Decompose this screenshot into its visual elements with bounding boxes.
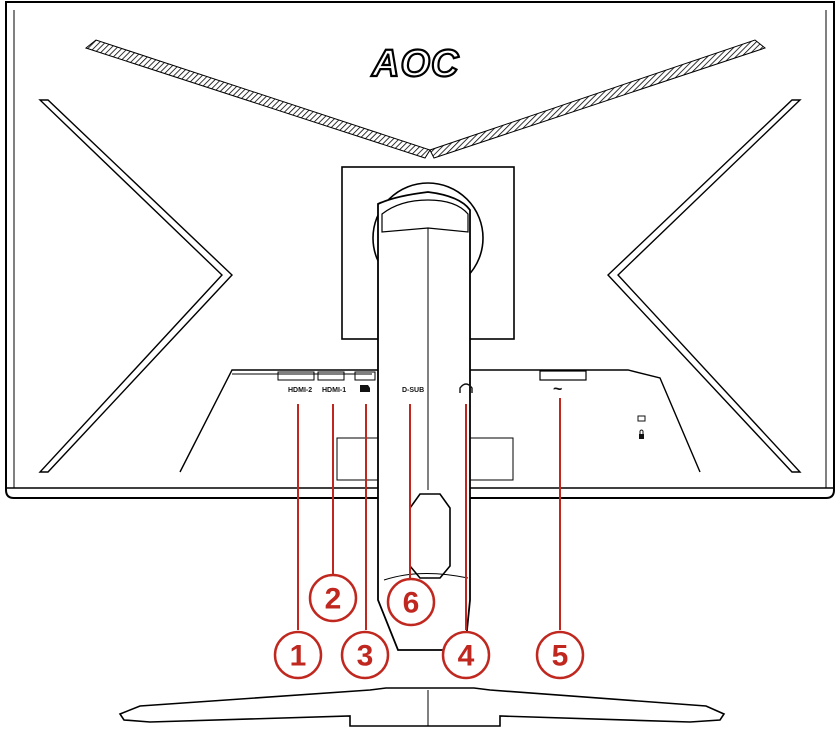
cable-clip (409, 493, 451, 579)
callout-6: 6 (386, 577, 436, 627)
svg-text:2: 2 (325, 583, 342, 616)
callout-4: 4 (441, 630, 491, 680)
port-label-dsub: D-SUB (402, 387, 424, 394)
left-chevron-panel (38, 99, 233, 473)
stand-base (118, 687, 726, 727)
callout-leaders (297, 398, 561, 630)
right-chevron-panel (607, 99, 802, 473)
svg-text:3: 3 (357, 640, 374, 673)
svg-text:1: 1 (290, 640, 307, 673)
port-label-hdmi1: HDMI-1 (322, 387, 346, 394)
svg-text:5: 5 (552, 640, 569, 673)
callout-2: 2 (308, 573, 358, 623)
callout-3: 3 (340, 630, 390, 680)
port-row (277, 370, 587, 381)
vent-right (429, 39, 767, 159)
svg-text:4: 4 (458, 640, 475, 673)
aoc-logo: AOC (371, 43, 459, 85)
callout-5: 5 (535, 630, 585, 680)
kensington-lock-icon (637, 415, 646, 439)
io-bay (179, 369, 701, 473)
hdmi1-port (317, 371, 345, 381)
port-label-power: ~ (553, 381, 562, 398)
power-port (539, 370, 587, 381)
headphone-icon (459, 383, 473, 393)
stand-neck (377, 191, 471, 651)
hdmi2-port (277, 371, 315, 381)
displayport-icon (360, 385, 370, 392)
svg-text:6: 6 (403, 587, 420, 620)
displayport-port (354, 371, 376, 381)
stand-lower-bend (383, 573, 469, 581)
port-label-hdmi2: HDMI-2 (288, 387, 312, 394)
stand-neck-top (381, 199, 469, 233)
callout-1: 1 (273, 630, 323, 680)
